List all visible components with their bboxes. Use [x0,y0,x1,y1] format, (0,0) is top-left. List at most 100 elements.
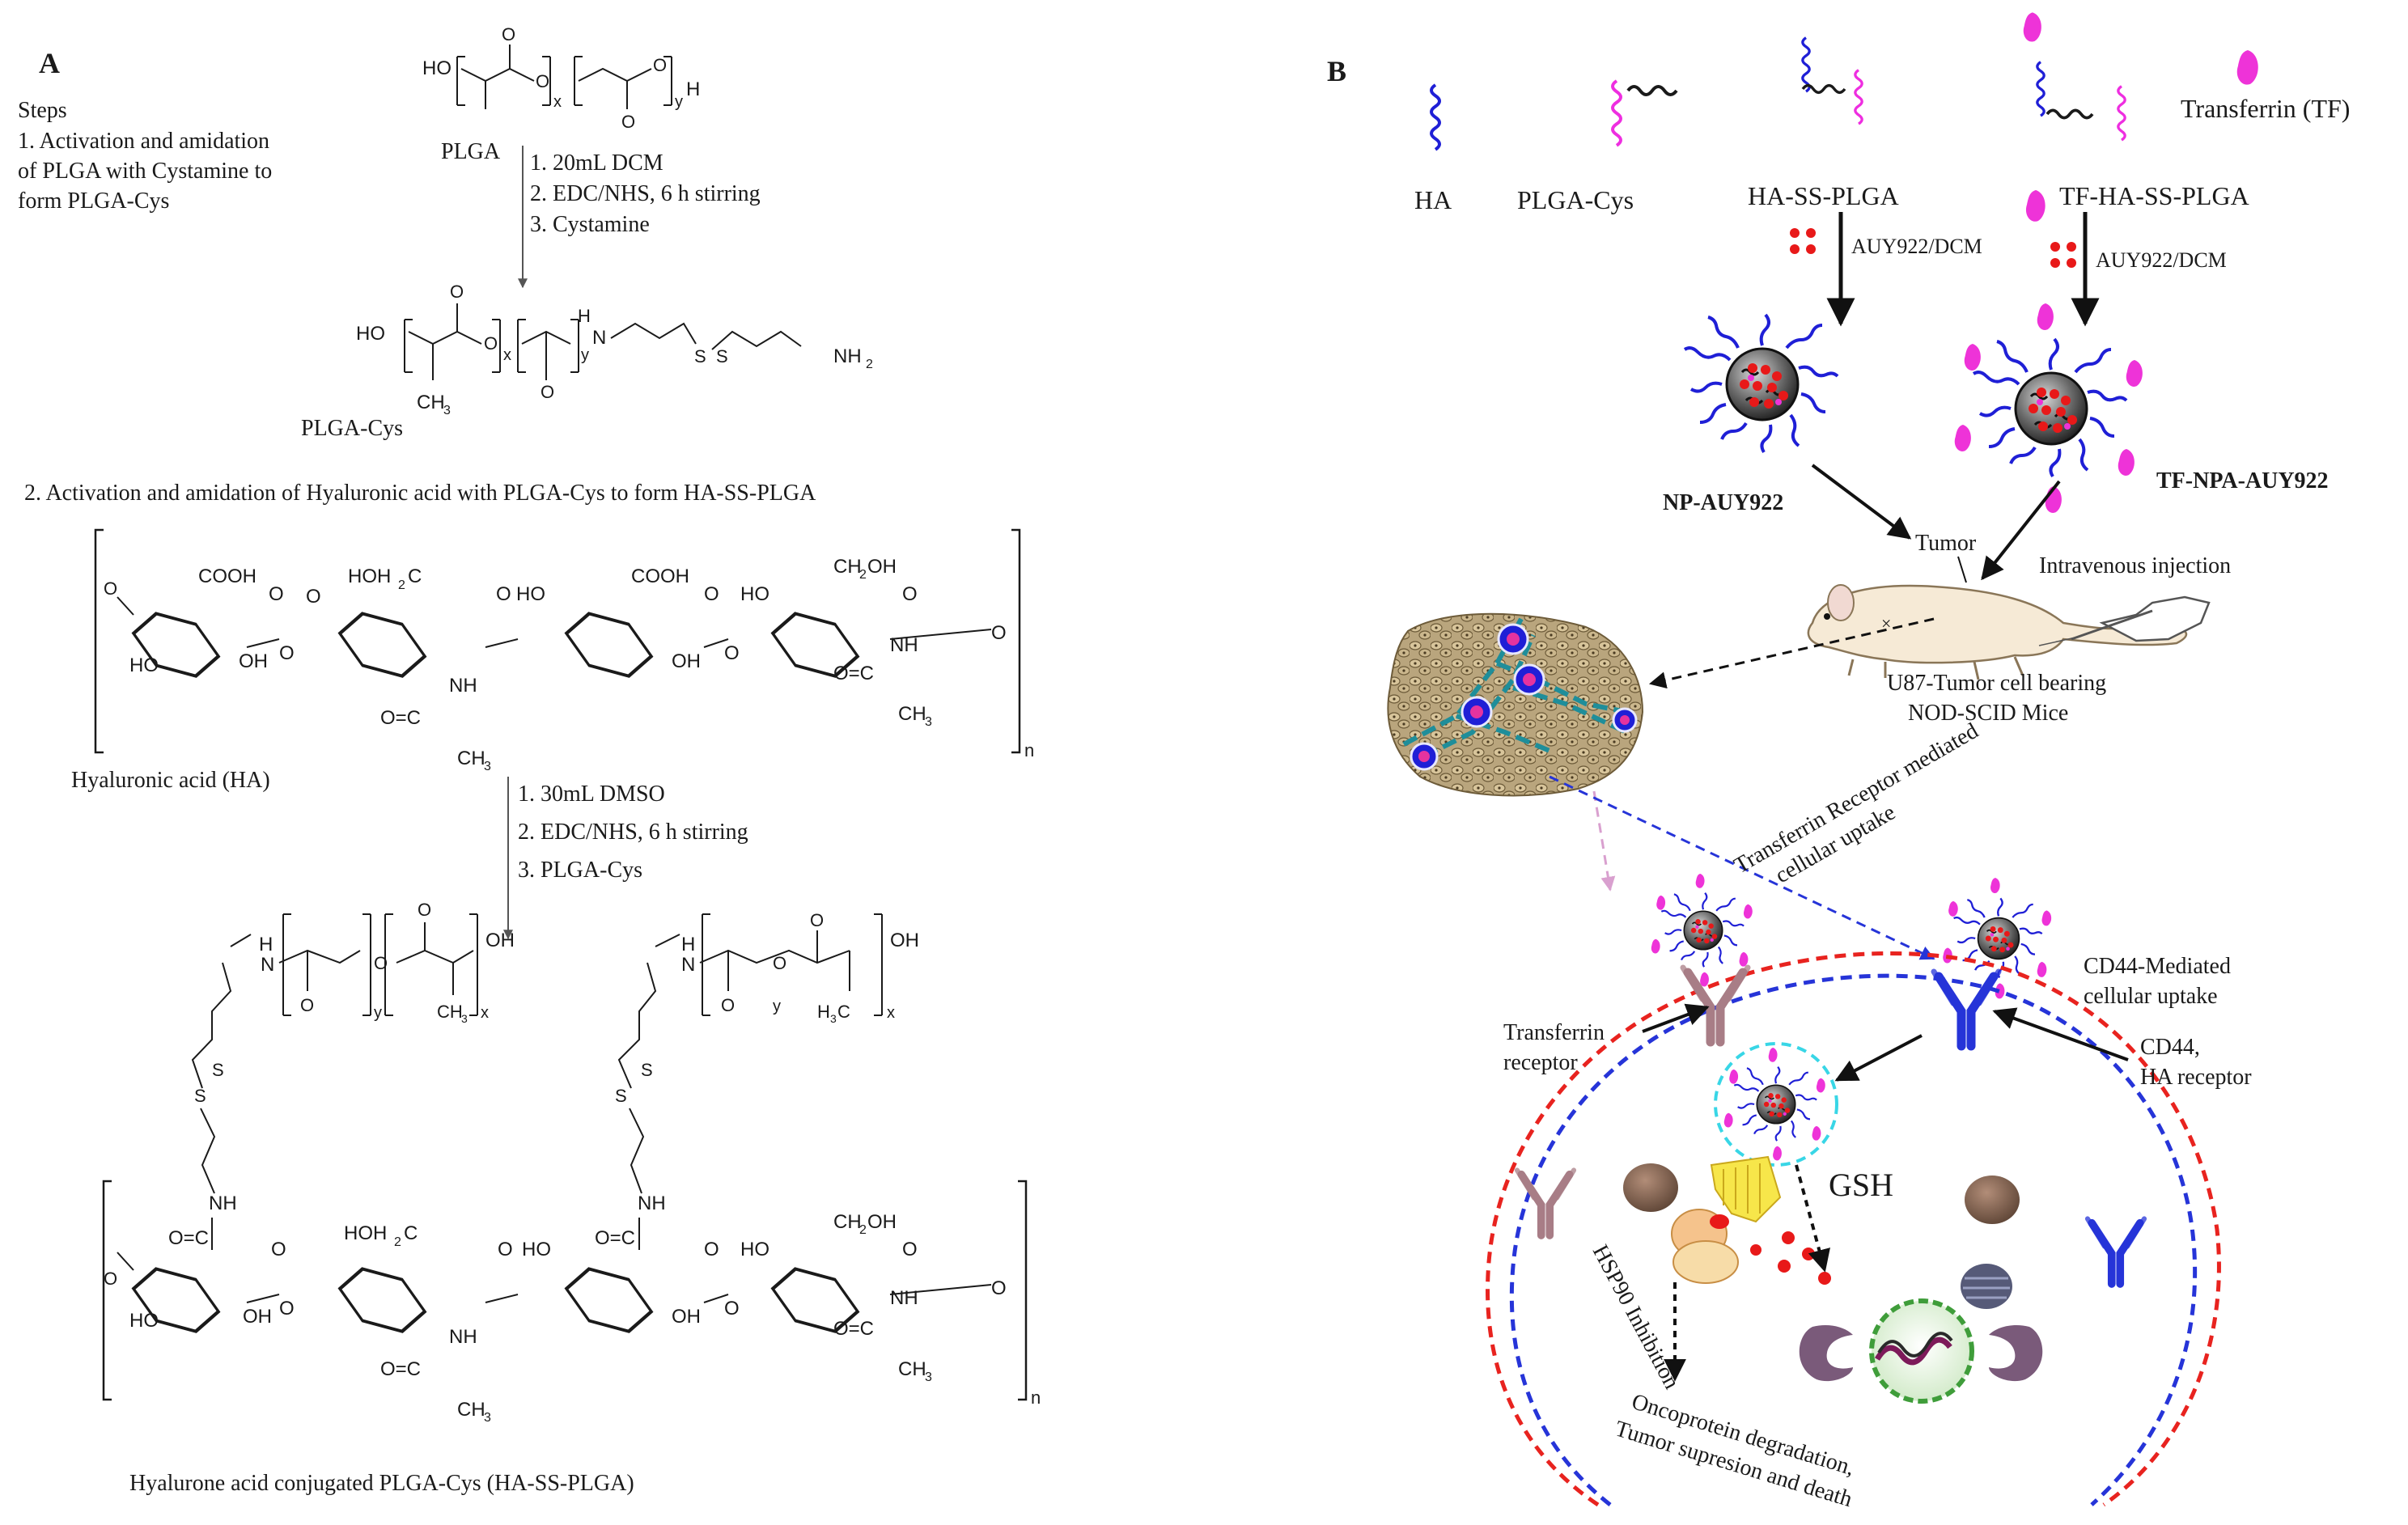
ha-nh-1: NH [449,675,477,697]
prod-ho-3: HO [740,1239,769,1260]
reaction2-step2: 2. EDC/NHS, 6 h stirring [518,820,748,845]
prod-ch3-4: CH [898,1358,926,1380]
cd44-uptake-line-1: CD44-Mediated [2084,954,2231,979]
plga-label: PLGA [441,139,501,164]
ha-o-6: O [724,642,740,664]
hss-ha-icon [1803,38,1809,92]
plga-o3: O [653,55,667,75]
prod-oh-3: OH [867,1211,897,1233]
plga-squiggle-icon [1613,81,1621,146]
cys-nh: NH [833,345,862,367]
reaction2-step1: 1. 30mL DMSO [518,782,665,807]
reaction2-step3: 3. PLGA-Cys [518,858,642,883]
prod-nh-1: NH [209,1192,237,1214]
organelle-left-icon [1623,1163,1678,1212]
prod-ch-2: CH [833,1211,862,1233]
prod-oc-1: O=C [168,1227,209,1249]
legend-ha-ss-plga: HA-SS-PLGA [1748,181,1899,210]
outcome-text: Oncoprotein degradation, Tumor supresion… [1612,1389,1857,1512]
prod-ch3-4-sub: 3 [925,1370,932,1384]
prod-o-b: O [374,953,388,973]
ha-c-1: C [408,566,422,587]
reaction1-step2: 2. EDC/NHS, 6 h stirring [530,181,761,206]
panel-b-label: B [1327,55,1346,87]
tf-uptake-text: Transferrin Receptor mediated cellular u… [1730,718,1982,888]
tumor-label: Tumor [1915,531,1977,556]
gsh-label: GSH [1829,1167,1893,1203]
cd44-receptor-label-1: CD44, [2140,1035,2200,1060]
mouse-caption-1: U87-Tumor cell bearing [1887,671,2106,696]
np1-to-mouse-arrow [1811,464,1912,540]
plga-ho: HO [422,57,451,79]
prod-ch3-a-sub: 3 [461,1012,468,1025]
cys-nh2-sub: 2 [866,358,873,371]
cys-s1: S [694,346,706,366]
prod-y-b: y [773,998,781,1015]
np-auy922-nanoparticle-icon [1683,313,1839,454]
cys-s2: S [716,346,728,366]
prod-s-3: S [615,1086,627,1106]
prod-h3c-b-sub: 3 [830,1012,837,1025]
ha-oc-1: O=C [380,707,421,729]
inner-membrane [1509,973,2198,1506]
ha-squiggle-icon [1431,85,1439,150]
ha-cooh-1: COOH [198,566,256,587]
drug-label-1: AUY922/DCM [1851,235,1982,258]
injection-label: Intravenous injection [2039,553,2231,578]
legend-tf-ha-ss-plga: TF-HA-SS-PLGA [2059,181,2249,210]
cd44-receptor-label-2: HA receptor [2140,1065,2252,1090]
legend-ha: HA [1414,185,1452,214]
ha-oh-3: OH [867,556,897,578]
prod-o-5: O [704,1239,719,1260]
step1-line3: form PLGA-Cys [18,189,169,214]
transferrin-receptor-icon [1683,968,1748,1042]
prod-h3c-b: H [817,1002,830,1022]
np-auy922-label: NP-AUY922 [1663,490,1783,515]
prod-s-1: S [194,1086,206,1106]
plga-o1: O [502,24,515,44]
prod-h-2: H [681,934,695,955]
plga-y: y [675,93,683,111]
cys-ch: CH [417,392,445,413]
prod-n-1: N [261,954,274,976]
tf-uptake-nanoparticle-icon [1651,874,1753,986]
cys-x: x [503,346,511,364]
prod-ch-2-sub: 2 [859,1223,867,1237]
ha-ch-2: CH [833,556,862,578]
reaction1-step3: 3. Cystamine [530,212,650,237]
endosome-nanoparticle-icon [1724,1048,1825,1160]
internalization-arrow [1834,1034,1923,1082]
cys-ho: HO [356,323,385,345]
ha-ch-sub-2: 2 [859,568,867,582]
ha-o-3: O [306,586,321,608]
proteasome-icon [1961,1264,2012,1309]
ha-ch3-1: CH [457,748,485,769]
transferrin-legend-icon [2236,50,2258,85]
tf-top-icon [2023,12,2041,42]
drug-dots-icon-1 [1790,228,1816,254]
prod-o-e: O [773,953,786,973]
plga-x: x [553,93,562,111]
prod-nh-2: NH [638,1192,666,1214]
ha-o-start: O [104,578,117,599]
ha-cooh-2: COOH [631,566,689,587]
prod-hoh-c: C [404,1222,418,1244]
cd44-uptake-line-2: cellular uptake [2084,984,2218,1009]
cys-squiggle-icon [1628,87,1677,95]
ha-oh-2: OH [672,650,701,672]
prod-x-b: x [887,1004,895,1022]
prod-o-4: O [724,1298,740,1320]
hsp90-protein-icon [1671,1155,1782,1284]
tumor-tissue [1387,612,1644,797]
cd44-receptor-inner-icon [2088,1219,2144,1285]
prod-oh-1: OH [243,1306,272,1328]
tf-receptor-pointer [1642,1003,1710,1033]
ha-nh-2: NH [890,634,918,656]
prod-n-2: N [681,954,695,976]
ha-ch3-2: CH [898,703,926,725]
cd44-pathway-arrow [1549,775,1935,960]
ha-hoh-sub-1: 2 [398,578,405,592]
step2-text: 2. Activation and amidation of Hyaluroni… [24,481,816,506]
prod-x-a: x [481,1004,489,1022]
